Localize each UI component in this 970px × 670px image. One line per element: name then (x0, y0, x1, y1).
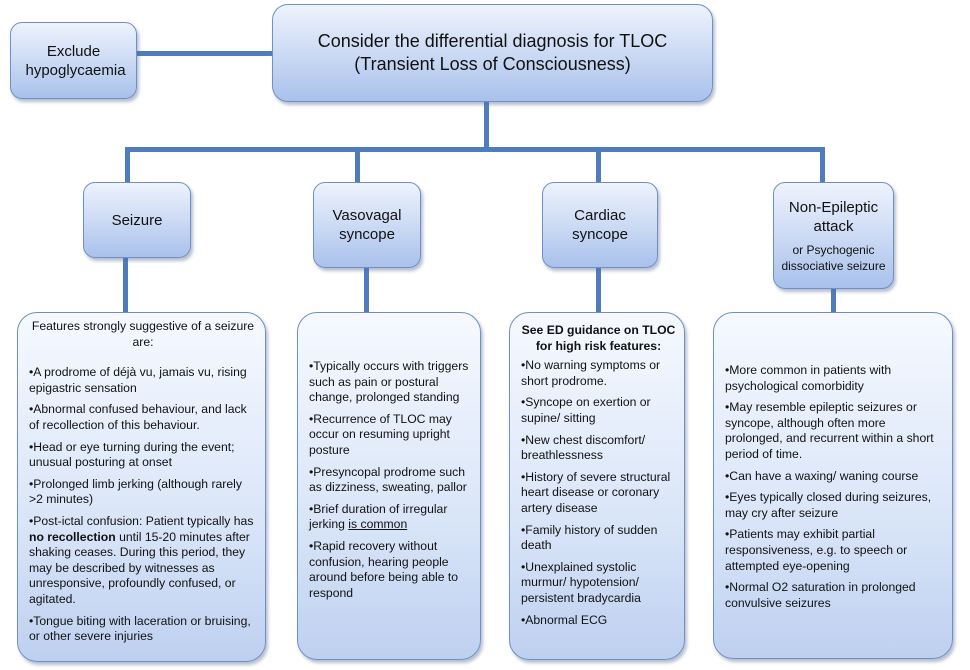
cardiac-heading-line1: Cardiac (574, 207, 626, 224)
non-epileptic-subtitle: or Psychogenic dissociative seizure (781, 242, 886, 273)
connector-exclude-to-root (137, 51, 272, 56)
vasovagal-heading-line1: Vasovagal (332, 207, 402, 224)
item-bold-text: no recollection (29, 529, 116, 544)
cardiac-heading-line2: syncope (572, 226, 628, 243)
list-item: •Post-ictal confusion: Patient typically… (29, 514, 257, 608)
connector-root-down (484, 102, 489, 150)
list-item: •More common in patients with psychologi… (725, 363, 892, 393)
list-item: •History of severe structural heart dise… (521, 469, 671, 515)
connector-non-epileptic-to-panel (831, 289, 836, 312)
non-epileptic-heading-line2: attack (813, 217, 854, 235)
vasovagal-heading-line2: syncope (339, 226, 395, 243)
cardiac-feature-list: •No warning symptoms or short prodrome. … (521, 358, 676, 628)
list-item: •Family history of sudden death (521, 522, 658, 553)
list-item: •Prolonged limb jerking (although rarely… (29, 476, 242, 507)
item-text: until 15-20 minutes after shaking ceases… (29, 529, 250, 606)
root-title-line2: (Transient Loss of Consciousness) (354, 54, 631, 74)
non-epileptic-feature-list: •More common in patients with psychologi… (725, 363, 944, 611)
list-item: •Can have a waxing/ waning course (725, 468, 919, 483)
seizure-feature-list: •A prodrome of déjà vu, jamais vu, risin… (29, 365, 257, 645)
item-text: •Post-ictal confusion: Patient typically… (29, 513, 254, 528)
vasovagal-feature-list: •Typically occurs with triggers such as … (309, 359, 472, 601)
seizure-heading: Seizure (111, 211, 163, 229)
list-item: •Typically occurs with triggers such as … (309, 359, 469, 405)
list-item: •Abnormal confused behaviour, and lack o… (29, 402, 247, 432)
seizure-header: Seizure (83, 182, 191, 258)
connector-to-seizure (125, 147, 130, 182)
seizure-features-panel: Features strongly suggestive of a seizur… (17, 312, 266, 662)
non-epileptic-features-panel: •More common in patients with psychologi… (713, 312, 953, 659)
cardiac-header: Cardiac syncope (542, 182, 658, 268)
list-item: •Abnormal ECG (521, 612, 608, 627)
list-item: •Patients may exhibit partial responsive… (725, 527, 908, 573)
list-item: •Presyncopal prodrome such as dizziness,… (309, 464, 467, 495)
list-item: •May resemble epileptic seizures or sync… (725, 400, 934, 461)
root-box: Consider the differential diagnosis for … (272, 4, 713, 102)
list-item: •Head or eye turning during the event; u… (29, 439, 235, 470)
list-item: •Normal O2 saturation in prolonged convu… (725, 580, 916, 610)
item-text: •Brief duration of irregular jerking (309, 501, 448, 532)
list-item: •Recurrence of TLOC may occur on resumin… (309, 411, 452, 457)
list-item: •No warning symptoms or short prodrome. (521, 358, 661, 388)
exclude-hypoglycaemia-text: Exclude hypoglycaemia (25, 42, 126, 79)
list-item: •A prodrome of déjà vu, jamais vu, risin… (29, 365, 247, 395)
cardiac-features-panel: See ED guidance on TLOC for high risk fe… (509, 312, 685, 660)
non-epileptic-header: Non-Epileptic attack or Psychogenic diss… (773, 182, 894, 289)
seizure-intro: Features strongly suggestive of a seizur… (31, 319, 255, 349)
connector-cardiac-to-panel (596, 268, 601, 312)
list-item: •Tongue biting with laceration or bruisi… (29, 613, 251, 644)
item-underlined-text: is common (348, 517, 408, 532)
root-title-line1: Consider the differential diagnosis for … (317, 31, 668, 51)
non-epileptic-heading-line1: Non-Epileptic (788, 198, 879, 216)
connector-to-non-epileptic (820, 147, 825, 182)
list-item: •Eyes typically closed during seizures, … (725, 490, 932, 520)
connector-vasovagal-to-panel (364, 268, 369, 312)
list-item: •Rapid recovery without confusion, heari… (309, 538, 459, 600)
connector-to-cardiac (596, 147, 601, 182)
list-item: •Unexplained systolic murmur/ hypotensio… (521, 559, 641, 605)
list-item: •New chest discomfort/ breathlessness (521, 432, 646, 463)
cardiac-intro: See ED guidance on TLOC for high risk fe… (521, 323, 676, 353)
vasovagal-header: Vasovagal syncope (313, 182, 421, 268)
connector-to-vasovagal (355, 147, 360, 182)
connector-horizontal-bar (125, 147, 825, 152)
connector-seizure-to-panel (123, 258, 128, 312)
list-item: •Brief duration of irregular jerking is … (309, 502, 472, 533)
exclude-hypoglycaemia-box: Exclude hypoglycaemia (10, 22, 137, 99)
vasovagal-features-panel: •Typically occurs with triggers such as … (297, 312, 481, 660)
list-item: •Syncope on exertion or supine/ sitting (521, 395, 651, 425)
